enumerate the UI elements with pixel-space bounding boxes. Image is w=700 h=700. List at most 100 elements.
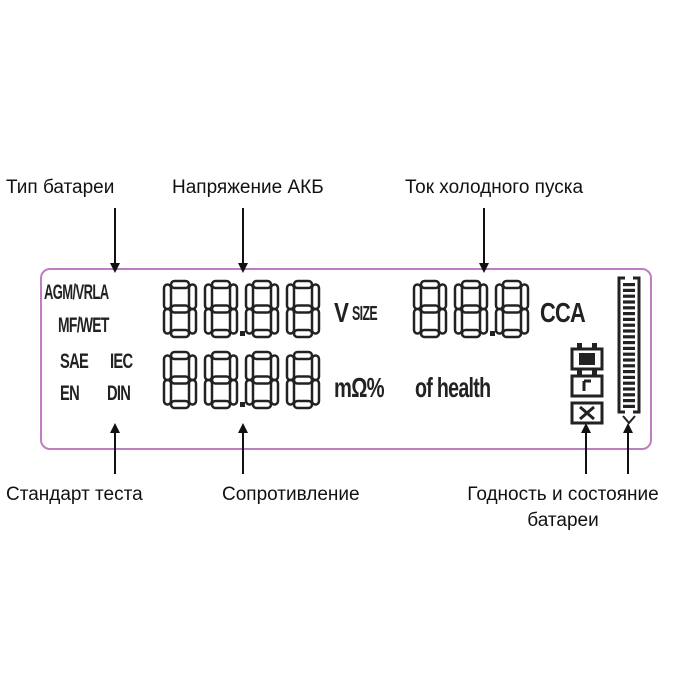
cca-digit-1-seg-a [419, 279, 441, 290]
cca-decimal-point [490, 331, 495, 336]
voltage-digit-3-seg-g [251, 304, 273, 314]
label-test-standard: Стандарт теста [6, 484, 143, 505]
health-bar-segment [623, 323, 635, 327]
health-bar-segment [623, 288, 635, 292]
lcd-unit-cca: CCA [540, 297, 586, 328]
voltage-digit-3-seg-d [251, 328, 273, 339]
voltage-digit-2-seg-e [203, 307, 214, 335]
label-resistance: Сопротивление [222, 484, 360, 505]
resistance-digit-2-seg-b [228, 354, 239, 382]
resistance-digit-4-seg-b [310, 354, 321, 382]
cca-digit-3-seg-d [501, 328, 523, 339]
resistance-digit-3-seg-g [251, 375, 273, 385]
voltage-digit-1-seg-c [187, 307, 198, 335]
voltage-digit-1-seg-f [162, 283, 173, 311]
resistance-digit-1-seg-d [169, 399, 191, 410]
voltage-digit-3-seg-e [244, 307, 255, 335]
cca-digit-1-seg-c [437, 307, 448, 335]
health-bar-segment [623, 399, 635, 403]
health-bar-segment [623, 306, 635, 310]
resistance-decimal-point [240, 402, 245, 407]
resistance-digit-4-seg-d [292, 399, 314, 410]
health-level-bar [617, 276, 641, 425]
voltage-digit-3-seg-f [244, 283, 255, 311]
resistance-digit-3-seg-c [269, 378, 280, 406]
lcd-std-sae: SAE [60, 350, 89, 373]
voltage-digit-4-seg-b [310, 283, 321, 311]
health-bar-segment [623, 329, 635, 333]
lcd-unit-resistance: mΩ% [334, 372, 385, 403]
cca-digit-3-seg-e [494, 307, 505, 335]
resistance-digit-4-seg-f [285, 354, 296, 382]
lcd-type-agm-vrla: AGM/VRLA [44, 281, 109, 304]
cca-digit-3-seg-b [519, 283, 530, 311]
lcd-std-din: DIN [107, 382, 131, 405]
resistance-digit-2-seg-d [210, 399, 232, 410]
health-bar-segment [623, 364, 635, 368]
resistance-digit-3-seg-b [269, 354, 280, 382]
voltage-digit-4-seg-d [292, 328, 314, 339]
resistance-digit-2-seg-e [203, 378, 214, 406]
lcd-std-en: EN [60, 382, 80, 405]
voltage-digit-4-seg-g [292, 304, 314, 314]
resistance-digit-4-seg-a [292, 350, 314, 361]
health-bar-segment [623, 381, 635, 385]
resistance-digit-2-seg-c [228, 378, 239, 406]
health-bar-segment [623, 358, 635, 362]
resistance-digit-1-seg-a [169, 350, 191, 361]
voltage-digit-3-seg-c [269, 307, 280, 335]
lcd-type-mf-wet: MF/WET [58, 314, 109, 337]
cca-digit-3-seg-c [519, 307, 530, 335]
voltage-digit-2-seg-f [203, 283, 214, 311]
voltage-digit-2-seg-b [228, 283, 239, 311]
resistance-digit-1-seg-c [187, 378, 198, 406]
battery-check-icon [570, 370, 604, 398]
voltage-digit-4-seg-a [292, 279, 314, 290]
battery-bad-icon [570, 401, 604, 425]
resistance-digit-1-seg-g [169, 375, 191, 385]
health-bar-segment [623, 352, 635, 356]
cca-digit-2-seg-a [460, 279, 482, 290]
cca-digit-1-seg-b [437, 283, 448, 311]
voltage-digit-4-seg-f [285, 283, 296, 311]
cca-digit-1-seg-e [412, 307, 423, 335]
resistance-digit-4-seg-c [310, 378, 321, 406]
voltage-digit-2-seg-c [228, 307, 239, 335]
resistance-digit-4-seg-e [285, 378, 296, 406]
voltage-decimal-point [240, 331, 245, 336]
health-bar-segment [623, 335, 635, 339]
voltage-digit-4-seg-e [285, 307, 296, 335]
cca-digit-1-seg-f [412, 283, 423, 311]
voltage-digit-1-seg-g [169, 304, 191, 314]
health-bar-segment [623, 294, 635, 298]
seven-segment-digits [162, 279, 530, 410]
cca-digit-1-seg-g [419, 304, 441, 314]
cca-digit-2-seg-c [478, 307, 489, 335]
cca-digit-1-seg-d [419, 328, 441, 339]
voltage-digit-3-seg-a [251, 279, 273, 290]
cca-digit-2-seg-g [460, 304, 482, 314]
battery-ok-icon [570, 343, 604, 371]
resistance-digit-1-seg-f [162, 354, 173, 382]
resistance-digit-3-seg-d [251, 399, 273, 410]
voltage-digit-2-seg-g [210, 304, 232, 314]
lcd-display [40, 268, 652, 450]
voltage-digit-1-seg-d [169, 328, 191, 339]
health-bar-segment [623, 317, 635, 321]
health-bar-segment [623, 404, 635, 408]
voltage-digit-2-seg-a [210, 279, 232, 290]
health-bar-segment [623, 387, 635, 391]
health-bar-segment [623, 370, 635, 374]
resistance-digit-1-seg-b [187, 354, 198, 382]
cca-digit-2-seg-e [453, 307, 464, 335]
cca-digit-2-seg-f [453, 283, 464, 311]
cca-digit-2-seg-b [478, 283, 489, 311]
resistance-digit-1-seg-e [162, 378, 173, 406]
cca-digit-3-seg-a [501, 279, 523, 290]
resistance-digit-3-seg-a [251, 350, 273, 361]
label-health-line2: батареи [527, 510, 599, 531]
resistance-digit-3-seg-e [244, 378, 255, 406]
health-bar-segment [623, 341, 635, 345]
